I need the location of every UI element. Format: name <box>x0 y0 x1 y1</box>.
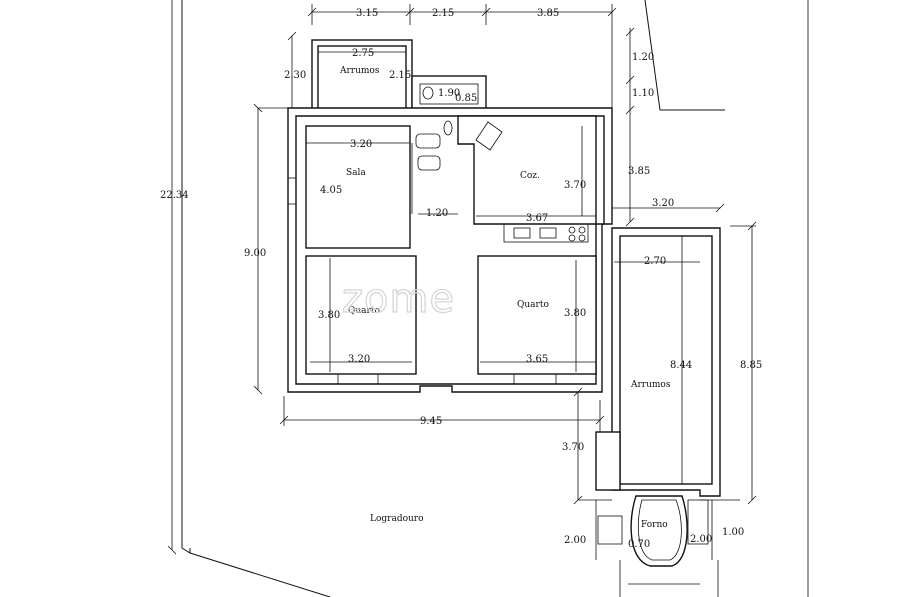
dim-tick <box>625 105 635 115</box>
stove-burner <box>578 226 586 234</box>
room-label-arrumos-top: Arrumos <box>339 66 380 76</box>
forno-outer <box>630 495 688 567</box>
cozinha-wall <box>457 115 597 225</box>
wc-inner <box>419 83 479 105</box>
dim-sala-4-05: 4.05 <box>320 185 342 196</box>
dim-tick <box>167 545 177 555</box>
room-label-forno: Forno <box>641 520 668 530</box>
dim-9-45: 9.45 <box>420 416 442 427</box>
kitchen-sink-1 <box>513 227 531 239</box>
plot-boundary-top-right <box>644 0 661 111</box>
forno-step-left <box>597 515 623 545</box>
dim-9-00: 9.00 <box>244 248 266 259</box>
dim-arr2-8-44: 8.44 <box>670 360 692 371</box>
room-label-sala: Sala <box>346 168 366 178</box>
dim-2-00-right: 2.00 <box>690 534 712 545</box>
dim-top-2-15: 2.15 <box>432 8 454 19</box>
dim-top-3-15: 3.15 <box>356 8 378 19</box>
room-label-quarto-left: Quarto <box>348 306 380 316</box>
arrumos-right-wall-inner <box>619 235 713 485</box>
dim-tick <box>747 221 757 231</box>
dim-ql-3-80: 3.80 <box>318 310 340 321</box>
dim-wc-1-90: 1.90 <box>438 88 460 99</box>
dim-tick <box>625 27 635 37</box>
dim-wc-0-85: 0.85 <box>455 93 477 104</box>
dim-tick <box>573 387 583 397</box>
stove-burner <box>578 234 586 242</box>
sala-wall <box>305 125 411 249</box>
dim-1-00: 1.00 <box>722 527 744 538</box>
dim-sala-3-20: 3.20 <box>350 139 372 150</box>
dim-hall-1-20: 1.20 <box>426 208 448 219</box>
dim-qr-3-65: 3.65 <box>526 354 548 365</box>
window-quarto-right <box>513 373 557 385</box>
dim-top-3-85: 3.85 <box>537 8 559 19</box>
dim-arr-2-75: 2.75 <box>352 48 374 59</box>
dim-0-70: 0.70 <box>628 539 650 550</box>
dim-ql-3-20: 3.20 <box>348 354 370 365</box>
dim-right-1-10: 1.10 <box>632 88 654 99</box>
dim-22-34: 22.34 <box>160 190 189 201</box>
toilet-fixture <box>443 120 453 136</box>
room-label-quarto-right: Quarto <box>517 300 549 310</box>
dim-coz-3-67: 3.67 <box>526 213 548 224</box>
dim-tick <box>595 415 605 425</box>
dim-3-70: 3.70 <box>562 442 584 453</box>
plot-boundary-left <box>181 0 331 597</box>
room-label-cozinha: Coz. <box>520 171 540 181</box>
room-label-logradouro: Logradouro <box>370 514 424 524</box>
kitchen-sink-2 <box>539 227 557 239</box>
dim-right-8-85: 8.85 <box>740 360 762 371</box>
dim-arr2-2-70: 2.70 <box>644 256 666 267</box>
stove-burner <box>568 226 576 234</box>
kitchen-counter <box>503 223 589 243</box>
dim-arr-2-30: 2.30 <box>284 70 306 81</box>
room-label-arrumos-right: Arrumos <box>630 380 671 390</box>
dim-tick <box>715 203 725 213</box>
dim-tick <box>287 31 297 41</box>
window-left <box>287 177 297 205</box>
dim-tick <box>253 385 263 395</box>
forno-side-wall <box>595 431 621 491</box>
forno-inner <box>637 499 682 561</box>
chimney-hatched <box>475 121 503 151</box>
dim-tick <box>405 7 415 17</box>
dim-tick <box>607 7 617 17</box>
dim-tick <box>481 7 491 17</box>
bidet-fixture <box>417 155 441 171</box>
dim-tick <box>625 217 635 227</box>
forno-step-right <box>687 499 709 545</box>
stove-burner <box>568 234 576 242</box>
dim-tick <box>625 75 635 85</box>
watermark-logo: zome <box>342 276 455 322</box>
dim-right-1-20: 1.20 <box>632 52 654 63</box>
arrumos-top-wall-inner <box>317 45 407 111</box>
window-quarto-left <box>337 373 379 385</box>
dim-qr-3-80: 3.80 <box>564 308 586 319</box>
dim-right-3-20: 3.20 <box>652 198 674 209</box>
sink-fixture <box>415 133 441 149</box>
dim-2-00-left: 2.00 <box>564 535 586 546</box>
wc-toilet <box>422 86 434 100</box>
dim-coz-3-70: 3.70 <box>564 180 586 191</box>
dim-tick <box>307 7 317 17</box>
dim-right-3-85: 3.85 <box>628 166 650 177</box>
dim-arr-2-15: 2.15 <box>389 70 411 81</box>
dim-tick <box>747 495 757 505</box>
